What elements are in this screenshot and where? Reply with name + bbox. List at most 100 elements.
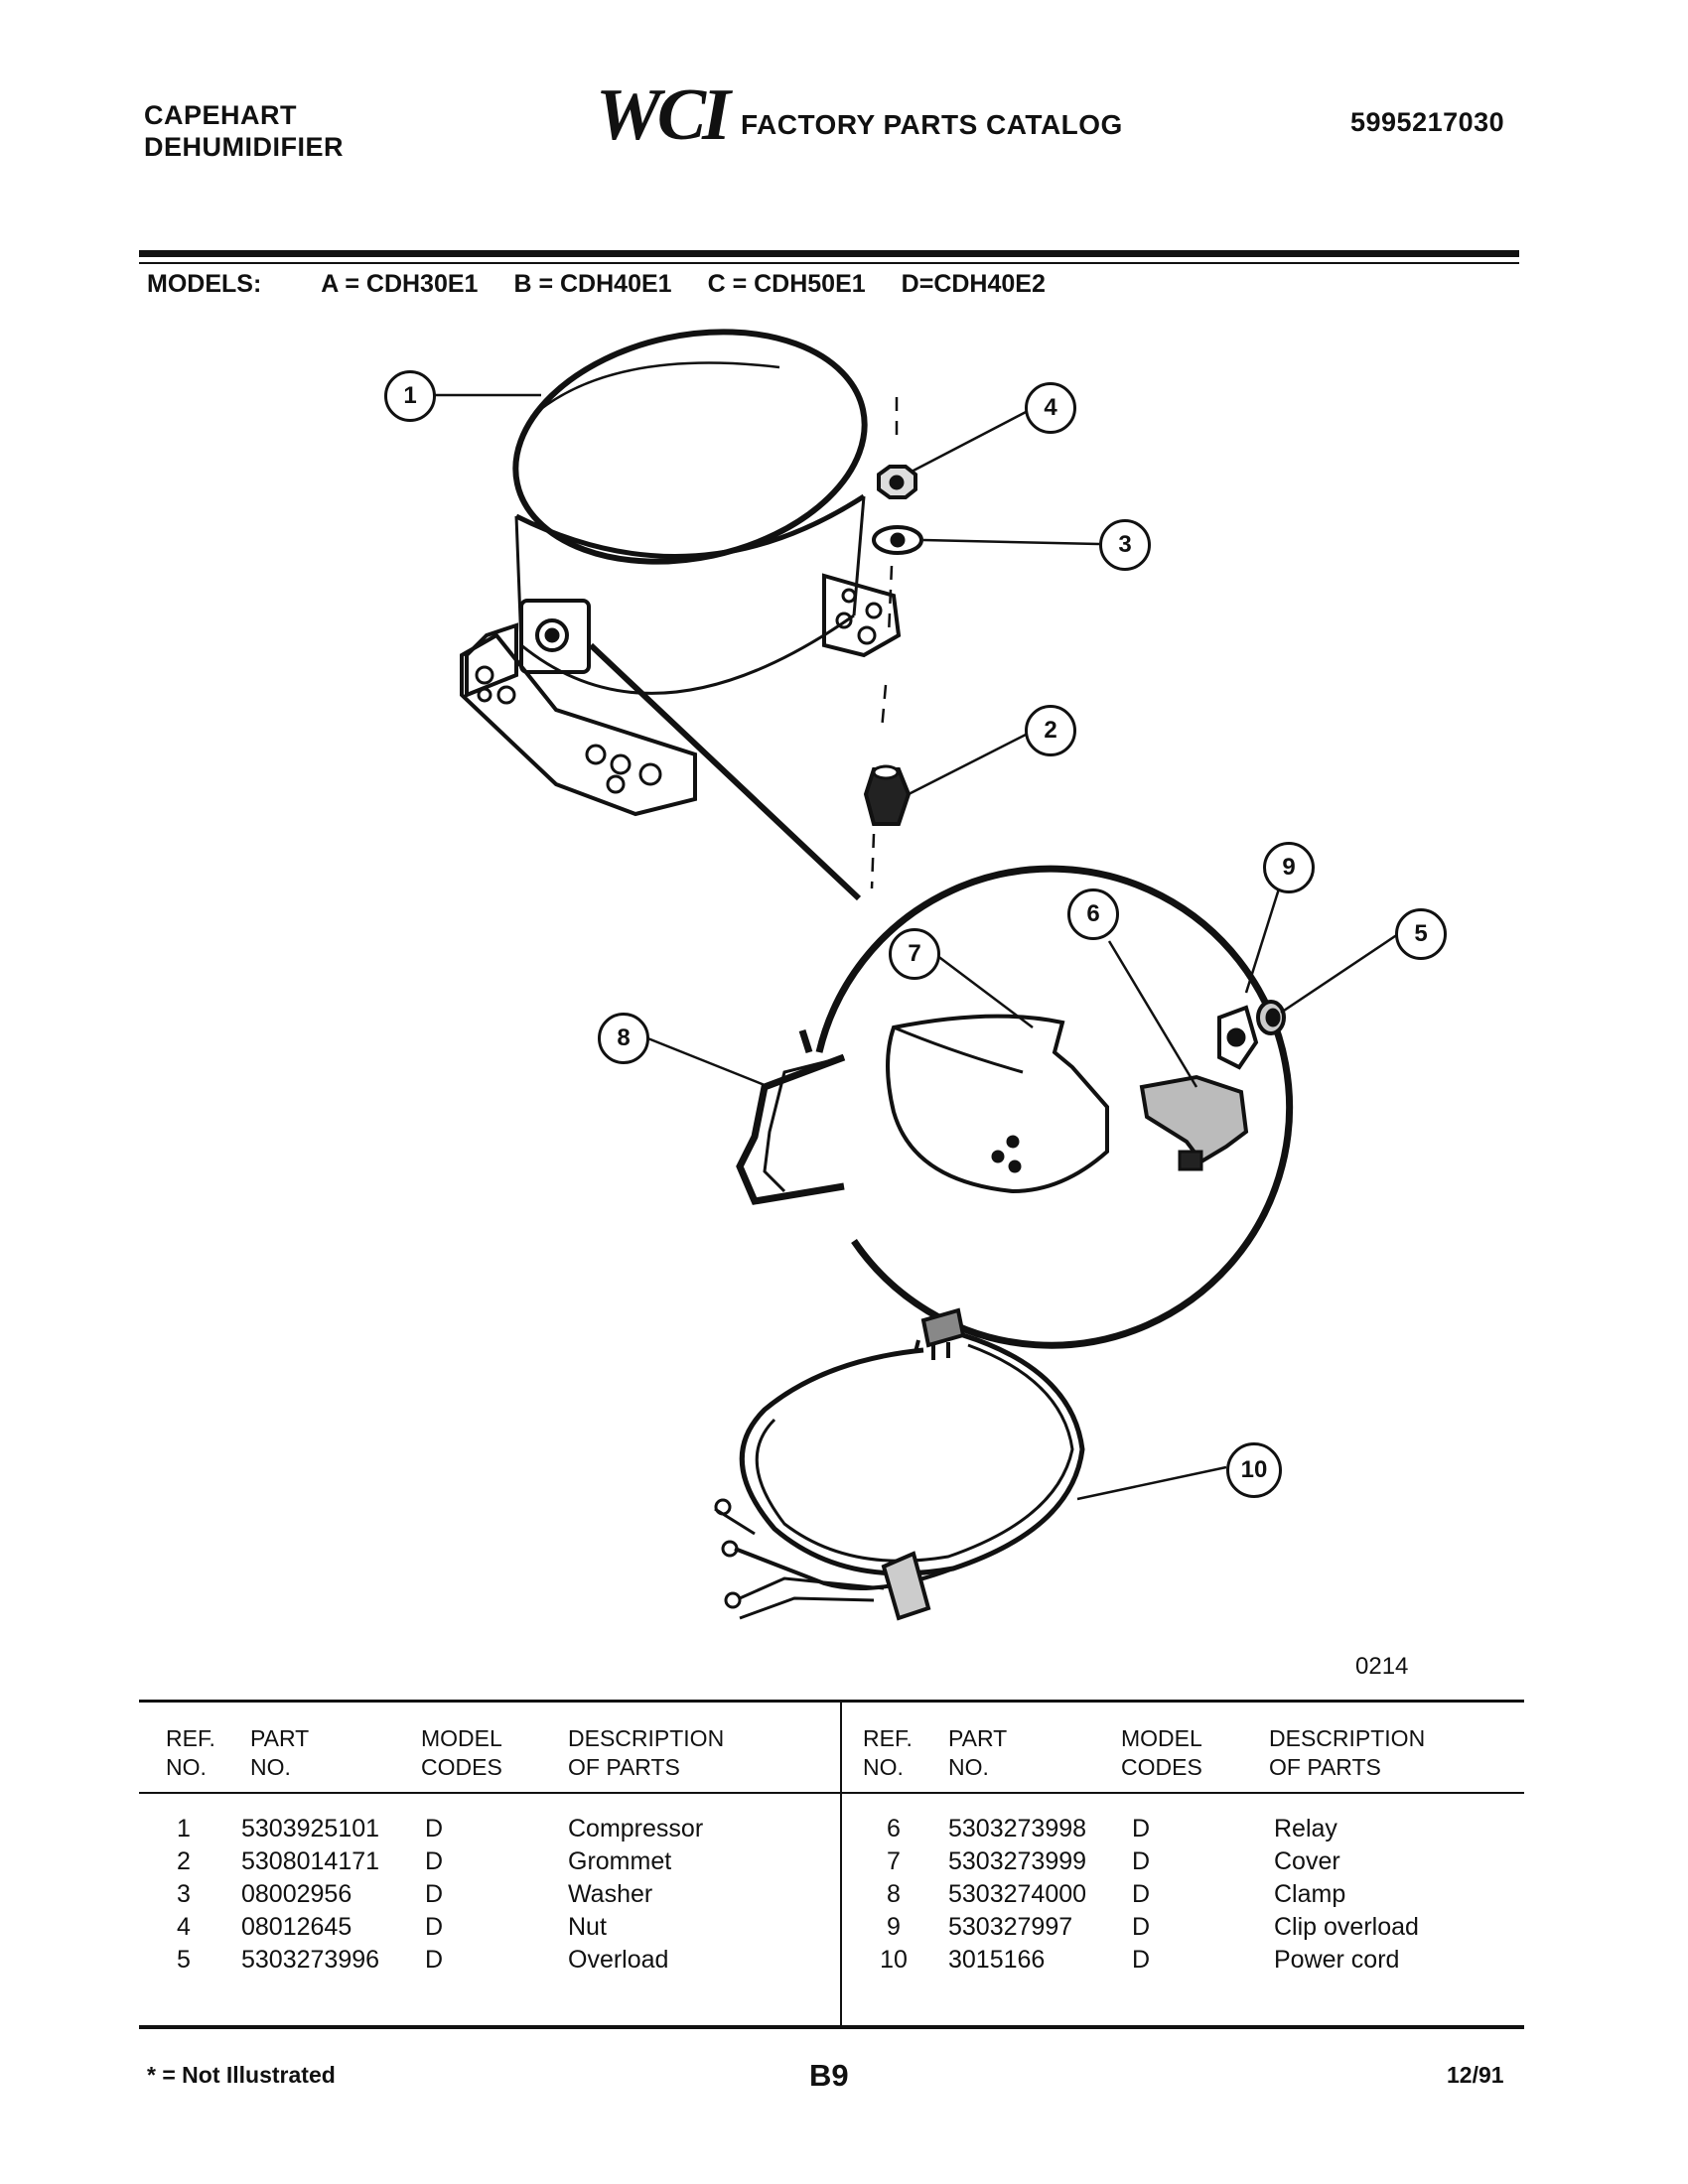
brand-name: CAPEHART <box>144 100 298 130</box>
table-row-ref: 3 <box>177 1880 191 1908</box>
not-illustrated-note: * = Not Illustrated <box>147 2062 336 2088</box>
table-row-ref: 8 <box>887 1880 901 1908</box>
right-ref-column: 6 7 8 9 10 <box>874 1813 914 1977</box>
grommet-drawing <box>863 764 912 826</box>
table-row-code: D <box>1132 1880 1151 1908</box>
table-row-ref: 5 <box>177 1946 191 1974</box>
left-code-column: D D D D D <box>425 1813 443 1977</box>
model-b: B = CDH40E1 <box>513 270 672 298</box>
model-a: A = CDH30E1 <box>321 270 479 298</box>
overload-drawing <box>1256 1000 1286 1035</box>
leader-lines <box>434 393 1399 1501</box>
inset-circle <box>815 865 1294 1349</box>
header-rule-thin <box>139 262 1519 264</box>
callout-2: 2 <box>1025 705 1076 756</box>
power-cord-drawing <box>714 1307 1085 1621</box>
table-row-code: D <box>1132 1946 1151 1974</box>
table-row-ref: 6 <box>887 1815 901 1843</box>
left-desc-column: Compressor Grommet Washer Nut Overload <box>568 1813 703 1977</box>
table-row-desc: Compressor <box>568 1815 704 1843</box>
table-row-part: 5308014171 <box>241 1847 380 1875</box>
table-top-rule <box>139 1700 1524 1703</box>
callout-1: 1 <box>384 370 436 422</box>
table-row-part: 5303273996 <box>241 1946 380 1974</box>
model-c: C = CDH50E1 <box>707 270 866 298</box>
callout-7: 7 <box>889 928 940 980</box>
callout-4: 4 <box>1025 382 1076 434</box>
table-row-part: 3015166 <box>948 1946 1046 1974</box>
table-row-code: D <box>425 1880 444 1908</box>
page-number: B9 <box>809 2058 849 2093</box>
header-rule-thick <box>139 250 1519 257</box>
table-row-code: D <box>1132 1815 1151 1843</box>
table-row-part: 5303273999 <box>948 1847 1087 1875</box>
table-row-desc: Clamp <box>1274 1880 1346 1908</box>
catalog-title: FACTORY PARTS CATALOG <box>740 109 1123 140</box>
model-d: D=CDH40E2 <box>901 270 1046 298</box>
catalog-number: 5995217030 <box>1350 107 1505 137</box>
table-row-code: D <box>425 1946 444 1974</box>
header-ref-no: REF.NO. <box>166 1725 215 1780</box>
table-row-desc: Cover <box>1274 1847 1340 1875</box>
table-bottom-rule <box>139 2025 1524 2029</box>
right-desc-column: Relay Cover Clamp Clip overload Power co… <box>1274 1813 1419 1977</box>
table-row-part: 08002956 <box>241 1880 352 1908</box>
table-row-code: D <box>425 1815 444 1843</box>
table-row-part: 530327997 <box>948 1913 1073 1941</box>
wci-logo: WCI <box>596 74 731 156</box>
nut-drawing <box>877 465 917 499</box>
right-code-column: D D D D D <box>1132 1813 1150 1977</box>
left-part-column: 5303925101 5308014171 08002956 08012645 … <box>241 1813 379 1977</box>
table-row-desc: Nut <box>568 1913 607 1941</box>
table-row-desc: Washer <box>568 1880 653 1908</box>
table-row-desc: Clip overload <box>1274 1913 1419 1941</box>
figure-code: 0214 <box>1355 1653 1409 1680</box>
models-label: MODELS: <box>147 270 262 298</box>
terminal-lead <box>588 642 862 901</box>
callout-3: 3 <box>1099 519 1151 571</box>
header-ref-no-right: REF.NO. <box>863 1725 913 1780</box>
table-row-desc: Power cord <box>1274 1946 1400 1974</box>
table-row-ref: 10 <box>880 1946 908 1974</box>
right-part-column: 5303273998 5303273999 5303274000 5303279… <box>948 1813 1086 1977</box>
clamp-drawing <box>736 1053 846 1205</box>
product-type: DEHUMIDIFIER <box>144 132 344 162</box>
callout-5: 5 <box>1395 908 1447 960</box>
clip-overload-drawing <box>1217 1005 1259 1070</box>
left-ref-column: 1 2 3 4 5 <box>177 1813 191 1977</box>
table-row-ref: 7 <box>887 1847 901 1875</box>
table-row-ref: 1 <box>177 1815 191 1843</box>
callout-8: 8 <box>598 1013 649 1064</box>
brand-block: CAPEHART DEHUMIDIFIER <box>144 99 344 163</box>
table-row-code: D <box>425 1913 444 1941</box>
callout-6: 6 <box>1067 888 1119 940</box>
callout-9: 9 <box>1263 842 1315 893</box>
table-row-part: 5303273998 <box>948 1815 1087 1843</box>
catalog-header: WCI FACTORY PARTS CATALOG <box>596 74 1123 156</box>
cover-drawing <box>886 1014 1109 1194</box>
compressor-drawing <box>460 329 902 817</box>
catalog-date: 12/91 <box>1447 2062 1504 2088</box>
table-row-ref: 2 <box>177 1847 191 1875</box>
washer-drawing <box>872 525 923 555</box>
table-row-code: D <box>1132 1847 1151 1875</box>
table-row-part: 5303274000 <box>948 1880 1087 1908</box>
table-row-part: 5303925101 <box>241 1815 380 1843</box>
table-row-desc: Relay <box>1274 1815 1337 1843</box>
relay-drawing <box>1139 1074 1249 1171</box>
table-row-part: 08012645 <box>241 1913 352 1941</box>
table-row-code: D <box>425 1847 444 1875</box>
models-line: MODELS: A = CDH30E1 B = CDH40E1 C = CDH5… <box>147 270 1081 299</box>
table-row-desc: Overload <box>568 1946 669 1974</box>
table-row-desc: Grommet <box>568 1847 672 1875</box>
table-row-ref: 9 <box>887 1913 901 1941</box>
table-column-divider <box>840 1700 842 2027</box>
table-row-ref: 4 <box>177 1913 191 1941</box>
table-header-rule <box>139 1792 1524 1794</box>
